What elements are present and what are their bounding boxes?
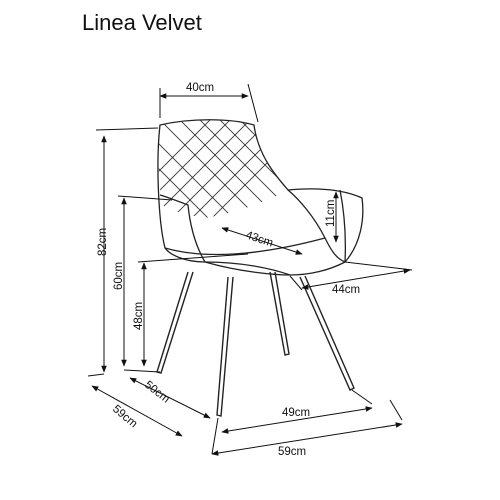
dim-line-total-depth bbox=[91, 385, 183, 437]
label-armrest-height: 11cm bbox=[325, 200, 337, 227]
left-armrest bbox=[159, 194, 206, 263]
leg-back-left bbox=[269, 271, 290, 356]
label-leg-depth: 50cm bbox=[142, 379, 172, 406]
label-total-height: 82cm bbox=[97, 228, 109, 256]
leg-back-right bbox=[299, 275, 355, 391]
chair-illustration bbox=[157, 119, 364, 276]
leg-front-left bbox=[156, 271, 194, 374]
chair-legs bbox=[156, 271, 355, 417]
label-total-depth: 59cm bbox=[110, 403, 139, 430]
dim-line-total-width bbox=[211, 422, 403, 456]
label-seat-depth: 43cm bbox=[244, 229, 274, 249]
product-title: Linea Velvet bbox=[82, 10, 202, 35]
label-seat-height: 48cm bbox=[133, 302, 145, 330]
leg-front-right bbox=[216, 276, 234, 417]
label-leg-width: 49cm bbox=[282, 407, 310, 419]
label-total-width-side: 44cm bbox=[332, 284, 360, 296]
label-top-width: 40cm bbox=[186, 82, 214, 94]
label-armrest-floor-height: 60cm bbox=[113, 262, 125, 290]
dim-line-seat-depth bbox=[221, 227, 303, 255]
dim-line-total-width-side bbox=[301, 268, 411, 290]
label-total-width: 59cm bbox=[278, 446, 306, 458]
